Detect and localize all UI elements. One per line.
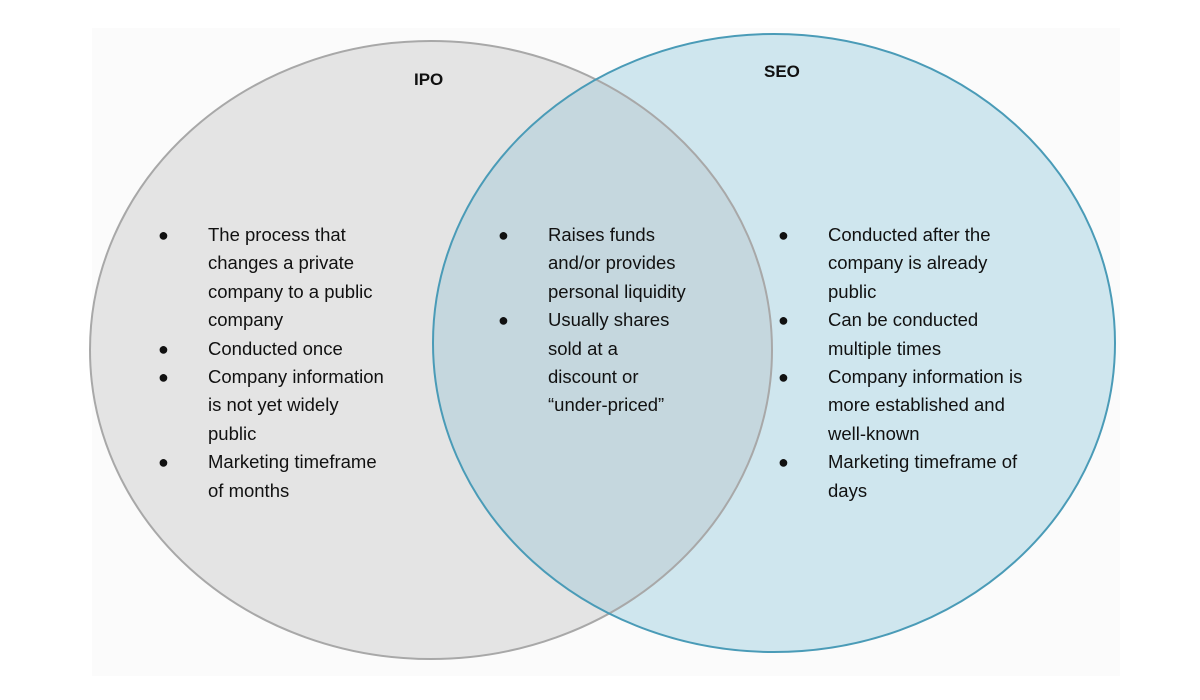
seo-list-item: ● Company information is more establishe… — [778, 363, 1028, 448]
bullet-icon: ● — [498, 310, 509, 331]
ipo-item-text: The process that changes a private compa… — [208, 224, 373, 331]
bullet-icon: ● — [498, 225, 509, 245]
bullet-icon: ● — [158, 367, 169, 388]
seo-list-item: ● Can be conducted multiple times — [778, 306, 1028, 363]
bullet-icon: ● — [158, 225, 169, 245]
ipo-list-item: ● Marketing timeframe of months — [158, 448, 390, 505]
shared-list-item: ● Raises funds and/or provides personal … — [498, 221, 688, 306]
shared-item-text: Usually shares sold at a discount or “un… — [548, 309, 670, 416]
bullet-icon: ● — [778, 452, 789, 473]
bullet-icon: ● — [158, 452, 169, 473]
ipo-list-item: ● The process that changes a private com… — [158, 221, 390, 335]
shared-list: ● Raises funds and/or provides personal … — [498, 221, 688, 420]
ipo-item-text: Marketing timeframe of months — [208, 451, 377, 501]
seo-title: SEO — [764, 62, 800, 81]
shared-item-text: Raises funds and/or provides personal li… — [548, 224, 686, 302]
ipo-list-item: ● Conducted once — [158, 335, 390, 363]
bullet-icon: ● — [778, 367, 789, 388]
seo-list-item: ● Marketing timeframe of days — [778, 448, 1028, 505]
ipo-list: ● The process that changes a private com… — [158, 221, 390, 505]
ipo-item-text: Conducted once — [208, 337, 343, 359]
bullet-icon: ● — [778, 310, 789, 331]
seo-list-item: ● Conducted after the company is already… — [778, 221, 1028, 306]
seo-item-text: Can be conducted multiple times — [828, 309, 979, 359]
ipo-circle-outline — [89, 40, 773, 660]
ipo-item-text: Company information is not yet widely pu… — [208, 366, 384, 444]
ipo-list-item: ● Company information is not yet widely … — [158, 363, 390, 448]
seo-item-text: Marketing timeframe of days — [828, 451, 1018, 501]
bullet-icon: ● — [158, 338, 169, 359]
seo-item-text: Company information is more established … — [828, 366, 1023, 444]
shared-list-item: ● Usually shares sold at a discount or “… — [498, 306, 688, 420]
overlap-region — [433, 41, 772, 652]
seo-item-text: Conducted after the company is already p… — [828, 224, 991, 302]
bullet-icon: ● — [778, 225, 789, 245]
seo-circle-outline — [432, 33, 1116, 653]
seo-list: ● Conducted after the company is already… — [778, 221, 1028, 505]
ipo-title: IPO — [414, 70, 444, 89]
